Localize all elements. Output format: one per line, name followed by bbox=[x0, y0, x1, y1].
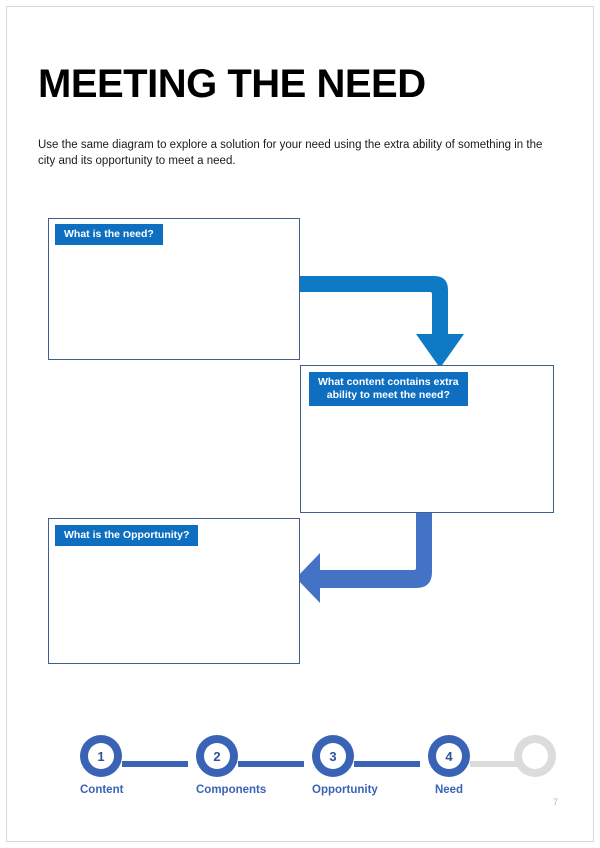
arrow-content-to-opportunity-icon bbox=[296, 500, 432, 603]
stepper-number-2: 2 bbox=[204, 743, 230, 769]
stepper-circle-1: 1 bbox=[80, 735, 122, 777]
page-number: 7 bbox=[553, 797, 559, 807]
stepper-circle-4: 4 bbox=[428, 735, 470, 777]
intro-paragraph: Use the same diagram to explore a soluti… bbox=[38, 138, 543, 167]
stepper-track-4-5 bbox=[470, 761, 536, 767]
progress-stepper: 1 Content 2 Components 3 Opportunity 4 N… bbox=[48, 735, 556, 815]
box-content[interactable]: What content contains extra ability to m… bbox=[300, 365, 554, 513]
stepper-circle-3: 3 bbox=[312, 735, 354, 777]
stepper-circle-2: 2 bbox=[196, 735, 238, 777]
stepper-step-opportunity[interactable]: 3 Opportunity bbox=[312, 735, 378, 796]
box-need[interactable]: What is the need? bbox=[48, 218, 300, 360]
stepper-label-content: Content bbox=[80, 784, 124, 796]
box-content-label: What content contains extra ability to m… bbox=[309, 372, 468, 406]
stepper-number-1: 1 bbox=[88, 743, 114, 769]
stepper-number-5 bbox=[522, 743, 548, 769]
stepper-label-components: Components bbox=[196, 784, 267, 796]
stepper-step-components[interactable]: 2 Components bbox=[196, 735, 267, 796]
stepper-track-2-3 bbox=[238, 761, 304, 767]
box-opportunity[interactable]: What is the Opportunity? bbox=[48, 518, 300, 664]
stepper-label-need: Need bbox=[434, 784, 464, 796]
arrow-need-to-content-icon bbox=[296, 276, 464, 368]
stepper-track-3-4 bbox=[354, 761, 420, 767]
stepper-track-1-2 bbox=[122, 761, 188, 767]
box-opportunity-label: What is the Opportunity? bbox=[55, 525, 199, 546]
stepper-step-need[interactable]: 4 Need bbox=[428, 735, 470, 796]
stepper-number-4: 4 bbox=[436, 743, 462, 769]
page-title: MEETING THE NEED bbox=[38, 61, 426, 106]
box-need-label: What is the need? bbox=[55, 224, 163, 245]
stepper-step-content[interactable]: 1 Content bbox=[80, 735, 124, 796]
stepper-number-3: 3 bbox=[320, 743, 346, 769]
stepper-label-opportunity: Opportunity bbox=[312, 784, 378, 796]
stepper-circle-5 bbox=[514, 735, 556, 777]
stepper-step-next[interactable] bbox=[514, 735, 556, 777]
